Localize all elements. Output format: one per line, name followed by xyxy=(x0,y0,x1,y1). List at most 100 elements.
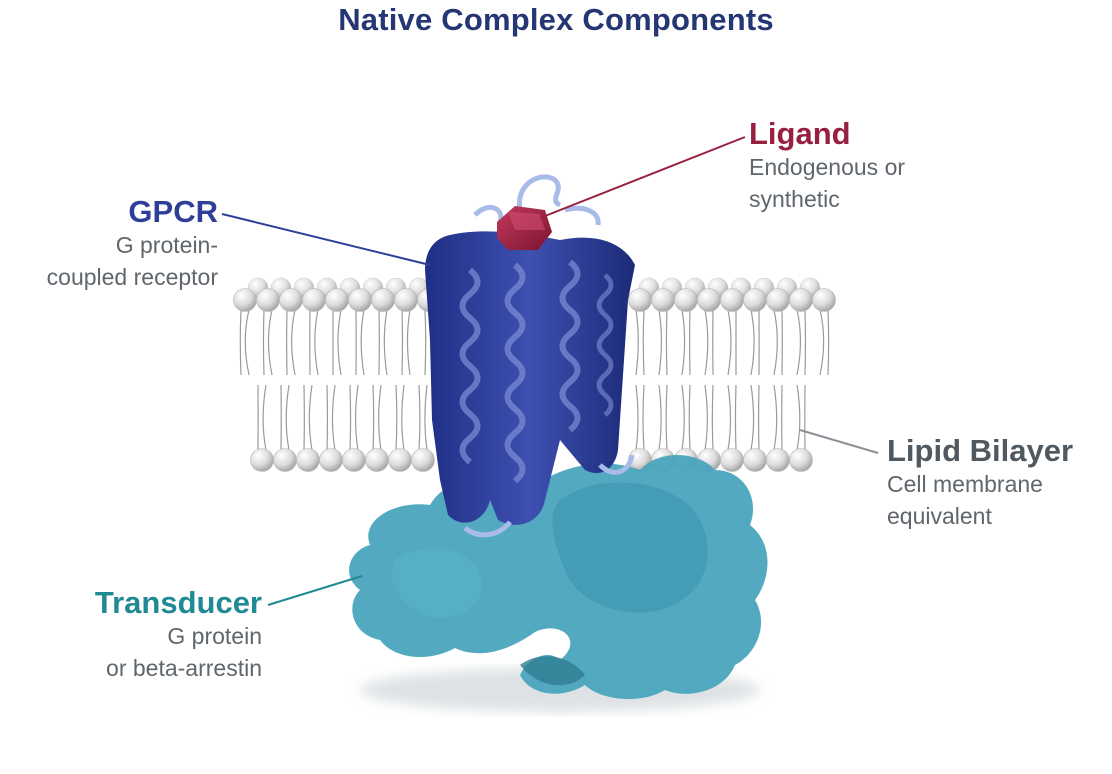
lipid-tail xyxy=(268,310,272,375)
lipid-head xyxy=(767,289,790,312)
lipid-tail xyxy=(828,310,829,375)
gpcr-desc-line-1: G protein- xyxy=(40,229,218,261)
lipid-head xyxy=(767,449,790,472)
lipid-bilayer-label: Lipid Bilayer Cell membrane equivalent xyxy=(887,434,1112,532)
lipid-tail xyxy=(361,310,364,375)
lipid-tail xyxy=(245,310,249,375)
lipid-tail xyxy=(636,385,638,450)
lipid-bilayer-desc-line-1: Cell membrane xyxy=(887,468,1112,500)
lipid-tail xyxy=(425,385,427,450)
lipid-tail xyxy=(384,310,387,375)
lipid-tail xyxy=(774,385,777,450)
lipid-tail xyxy=(666,310,667,375)
lipid-head xyxy=(698,289,721,312)
lipid-tail xyxy=(820,310,824,375)
lipid-tail xyxy=(735,385,736,450)
lipid-head xyxy=(813,289,836,312)
gpcr-desc-line-2: coupled receptor xyxy=(40,261,218,293)
lipid-head xyxy=(234,289,257,312)
lipid-tail xyxy=(705,310,708,375)
lipid-tail xyxy=(728,385,730,450)
lipid-head xyxy=(326,289,349,312)
lipid-tail xyxy=(396,385,397,450)
lipid-tail xyxy=(705,385,707,450)
transducer-title: Transducer xyxy=(30,586,262,620)
lipid-head xyxy=(274,449,297,472)
lipid-bilayer-title: Lipid Bilayer xyxy=(887,434,1112,468)
lipid-head xyxy=(744,289,767,312)
lipid-tail xyxy=(636,310,638,375)
lipid-tail xyxy=(356,385,358,450)
lipid-tail xyxy=(332,385,335,450)
lipid-tail xyxy=(682,385,684,450)
gpcr-label: GPCR G protein- coupled receptor xyxy=(40,195,218,293)
lipid-head xyxy=(790,449,813,472)
lipid-head xyxy=(721,449,744,472)
lipid-tail xyxy=(407,310,410,375)
lipid-head xyxy=(744,449,767,472)
lipid-head xyxy=(675,289,698,312)
lipid-leader-line xyxy=(800,430,878,453)
ligand-desc-line-2: synthetic xyxy=(749,183,1009,215)
lipid-tail xyxy=(373,385,374,450)
transducer-label: Transducer G protein or beta-arrestin xyxy=(30,586,262,684)
lipid-tail xyxy=(419,385,420,450)
lipid-head xyxy=(303,289,326,312)
lipid-tail xyxy=(682,310,685,375)
lipid-tail xyxy=(402,385,404,450)
lipid-head xyxy=(280,289,303,312)
lipid-head xyxy=(652,289,675,312)
lipid-tail xyxy=(689,385,690,450)
lipid-tail xyxy=(659,310,661,375)
lipid-tail xyxy=(774,310,777,375)
lipid-tail xyxy=(240,310,241,375)
lipid-head xyxy=(629,289,652,312)
lipid-tail xyxy=(292,310,295,375)
lipid-tail xyxy=(425,310,426,375)
lipid-head xyxy=(389,449,412,472)
lipid-tail xyxy=(659,385,661,450)
lipid-head xyxy=(251,449,274,472)
ligand-leader-line xyxy=(540,137,745,218)
gpcr-title: GPCR xyxy=(40,195,218,229)
lipid-head xyxy=(297,449,320,472)
lipid-tail xyxy=(379,385,381,450)
lipid-tail xyxy=(751,385,754,450)
lipid-tail xyxy=(338,310,341,375)
lipid-head xyxy=(790,289,813,312)
page-title: Native Complex Components xyxy=(0,2,1112,38)
lipid-head xyxy=(349,289,372,312)
lipid-tail xyxy=(728,310,731,375)
transducer-leader-line xyxy=(268,576,362,605)
lipid-head xyxy=(366,449,389,472)
lipid-tail xyxy=(286,385,289,450)
lipid-bilayer-desc-line-2: equivalent xyxy=(887,500,1112,532)
transducer-desc-line-1: G protein xyxy=(30,620,262,652)
ligand-title: Ligand xyxy=(749,117,1009,151)
lipid-tail xyxy=(751,310,754,375)
lipid-head xyxy=(372,289,395,312)
lipid-tail xyxy=(315,310,318,375)
lipid-tail xyxy=(797,310,800,375)
lipid-head xyxy=(320,449,343,472)
lipid-tail xyxy=(712,385,713,450)
lipid-tail xyxy=(350,385,351,450)
lipid-tail xyxy=(797,385,800,450)
lipid-tail xyxy=(643,385,644,450)
lipid-tail xyxy=(309,385,312,450)
lipid-tail xyxy=(263,385,266,450)
lipid-head xyxy=(412,449,435,472)
transducer-desc-line-2: or beta-arrestin xyxy=(30,652,262,684)
transducer-shape xyxy=(349,455,767,712)
lipid-head xyxy=(343,449,366,472)
ligand-label: Ligand Endogenous or synthetic xyxy=(749,117,1009,215)
ligand-desc-line-1: Endogenous or xyxy=(749,151,1009,183)
lipid-tail xyxy=(643,310,644,375)
lipid-head xyxy=(721,289,744,312)
gpcr-leader-line xyxy=(222,214,430,265)
lipid-tail xyxy=(263,310,264,375)
lipid-head xyxy=(395,289,418,312)
lipid-head xyxy=(257,289,280,312)
lipid-tail xyxy=(666,385,667,450)
